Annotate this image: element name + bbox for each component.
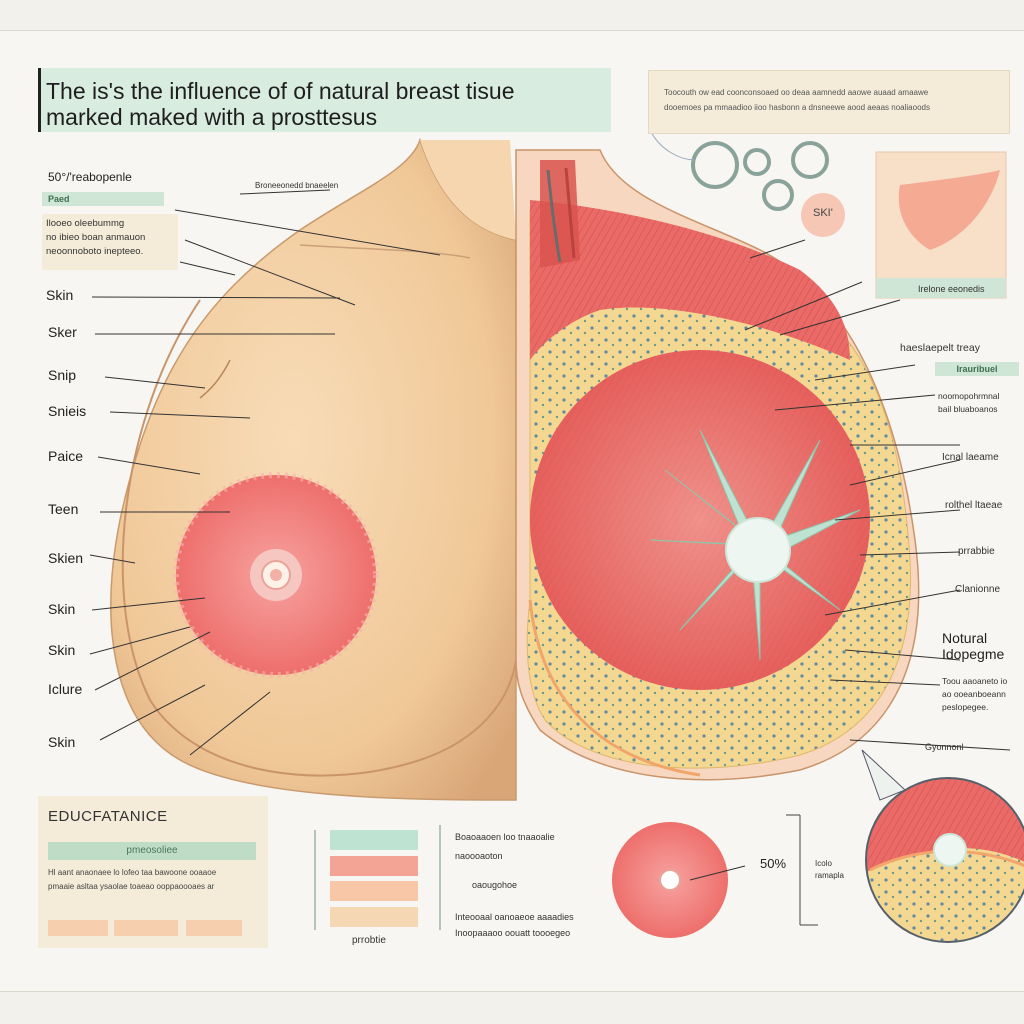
panel-swatch — [114, 920, 178, 936]
left-label: Skin — [48, 601, 76, 617]
left-header-tag: Paed — [42, 192, 164, 206]
zoom-detail — [866, 778, 1024, 942]
legend-text: Inoopaaaoo oouatt toooegeo — [455, 928, 571, 938]
right-heading-sub: Toou aaoaneto io — [942, 676, 1008, 686]
panel-swatch — [186, 920, 242, 936]
panel-title: EDUCFATANICE — [48, 808, 168, 825]
left-label: Skin — [46, 287, 74, 303]
panel-line: pmaaie asltaa ysaolae toaeao ooppaoooaes… — [48, 882, 215, 891]
left-label: Snip — [48, 367, 77, 383]
top-small-label: Broneeonedd bnaeelen — [255, 181, 339, 190]
right-heading-line-2: Idopegme — [942, 646, 1005, 662]
left-header-title: 50°/'reabopenle — [48, 170, 132, 184]
left-label: Teen — [48, 501, 79, 517]
right-block-head: haeslaepelt treay — [900, 342, 980, 354]
inset-caption: Irelone eeonedis — [918, 284, 985, 294]
ring-icons — [691, 141, 829, 211]
percent-label: 50% — [760, 856, 787, 871]
right-heading-sub: peslopegee. — [942, 702, 989, 712]
top-note-box — [648, 70, 1010, 134]
title-banner — [38, 68, 611, 132]
right-leaders — [744, 239, 1011, 751]
left-label: Sker — [48, 324, 77, 340]
title-line-2: marked maked with a prosttesus — [46, 104, 378, 130]
right-block-tag: Irauribuel — [935, 362, 1019, 376]
left-label: Iclure — [48, 681, 83, 697]
zoom-caption: ramapla — [815, 871, 844, 880]
skin-circle-label: SKI' — [813, 207, 833, 219]
zoom-caption: Icolo — [815, 859, 832, 868]
left-header-line: neoonnoboto inepteeo. — [46, 246, 144, 257]
page-title: The is's the influence of of natural bre… — [46, 78, 606, 130]
right-heading-sub: ao ooeanboeann — [942, 689, 1006, 699]
left-header-line: no ibieo boan anmauon — [46, 232, 146, 243]
title-line-1: The is's the influence of of natural bre… — [46, 78, 515, 104]
legend-text: oaougohoe — [472, 880, 518, 890]
left-label: Snieis — [48, 403, 87, 419]
panel-tag: pmeosoliee — [48, 842, 256, 860]
left-label: Paice — [48, 448, 84, 464]
left-leaders — [89, 189, 441, 756]
legend-label: prrobtie — [352, 935, 386, 946]
top-note-line: Toocouth ow ead coonconsoaed oo deaa aam… — [664, 88, 929, 97]
areola — [173, 472, 379, 678]
bottom-right-label: Gyonnonl — [925, 742, 964, 752]
legend-text: Inteooaal oanoaeoe aaaadies — [455, 912, 574, 922]
left-label: Skien — [48, 550, 84, 566]
right-label: prrabbie — [958, 546, 995, 557]
right-label: rolthel ltaeae — [945, 500, 1003, 511]
right-block-line: noomopohrmnal — [938, 391, 1000, 401]
right-label: Icnal laeame — [942, 452, 999, 463]
legend-swatches — [330, 830, 418, 927]
skin-circle — [801, 193, 845, 237]
panel-swatch — [48, 920, 108, 936]
left-label: Skin — [48, 734, 76, 750]
left-header-box — [42, 214, 178, 270]
neck — [420, 140, 516, 240]
legend-text: Boaoaaoen loo tnaaoalie — [455, 832, 555, 842]
right-block-line: bail bluaboanos — [938, 404, 998, 414]
left-label: Skin — [48, 642, 76, 658]
right-label: Clanionne — [955, 584, 1001, 595]
panel-line: Hl aant anaonaee lo lofeo taa bawoone oo… — [48, 868, 217, 877]
left-header-line: Ilooeo oleebummg — [46, 218, 125, 229]
legend-text: naoooaoton — [455, 851, 503, 861]
breast-contour — [121, 299, 517, 777]
right-heading-line-1: Notural — [942, 630, 988, 646]
right-heading: Notural Idopegme — [942, 630, 1004, 662]
nipple-core — [725, 517, 791, 583]
top-note-line: dooemoes pa mmaadioo iioo hasbonn a dnsn… — [664, 103, 930, 112]
